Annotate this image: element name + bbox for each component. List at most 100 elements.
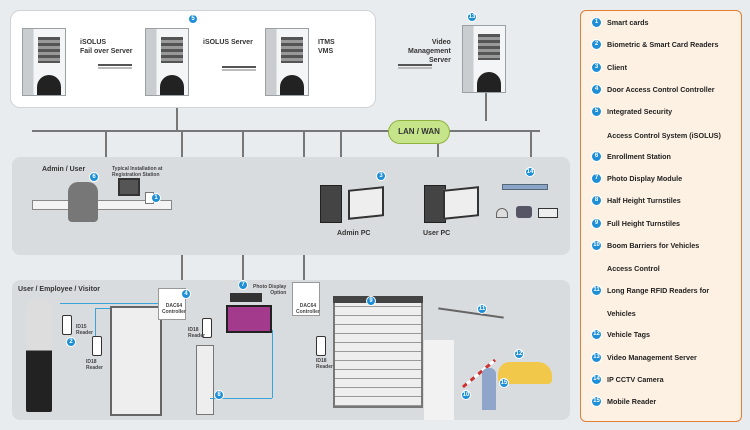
reader-label: ID18 Reader (188, 327, 205, 339)
link (105, 131, 107, 177)
legend-text: Client (607, 62, 627, 72)
photo-display-label: Photo Display Option (253, 284, 287, 296)
link (485, 93, 487, 121)
failover-server-icon (22, 28, 66, 96)
person-seated-icon (68, 182, 98, 222)
photo-display-screen-icon (226, 305, 272, 333)
reader-label: ID18 Reader (316, 358, 333, 370)
turnstile-top-bar (333, 296, 423, 303)
legend-text: Mobile Reader (607, 397, 657, 407)
badge-13: 13 (467, 12, 477, 22)
link (530, 131, 532, 181)
reader-label: ID15 Reader (76, 324, 93, 336)
controller-reader-icon (316, 336, 326, 356)
badge-8: 8 (214, 390, 224, 400)
link (437, 131, 439, 181)
admin-pc-tower-icon (320, 185, 342, 223)
box-camera-icon (538, 208, 558, 218)
visitor-label: User / Employee / Visitor (18, 286, 100, 293)
person-icon (26, 300, 52, 412)
cable (60, 303, 174, 304)
legend-badge: 14 (591, 373, 602, 385)
legend-badge: 11 (591, 284, 602, 296)
legend-text: Integrated Security (607, 107, 673, 117)
link (176, 108, 178, 130)
guard-icon (482, 368, 496, 410)
legend-item-1: 1 Smart cards (591, 17, 649, 28)
door-reader-icon (92, 336, 102, 356)
legend-item-13: 13 Video Management Server (591, 351, 697, 363)
user-pc-monitor-icon (443, 186, 479, 220)
badge-14: 14 (525, 167, 535, 177)
enrollment-monitor-icon (118, 178, 140, 196)
badge-11: 11 (477, 304, 487, 314)
badge-2: 2 (66, 337, 76, 347)
legend-badge: 1 (591, 17, 602, 28)
badge-6: 6 (89, 172, 99, 182)
turnstile-reader-icon (202, 318, 212, 338)
isolus-server-icon (145, 28, 189, 96)
legend-text: Video Management Server (607, 352, 697, 362)
legend-text-continued: Access Control (607, 264, 660, 274)
legend-text: Boom Barriers for Vehicles (607, 241, 700, 250)
legend-text: Door Access Control Controller (607, 84, 715, 94)
legend-badge: 7 (591, 173, 602, 185)
desk-icon (32, 200, 172, 210)
sync-arrows-icon (222, 66, 256, 71)
biometric-reader-icon (62, 315, 72, 335)
half-height-turnstile-icon (196, 345, 214, 415)
server-group-panel (10, 10, 376, 108)
failover-server-label: iSOLUS Fail over Server (80, 39, 133, 55)
legend-item-14: 14 IP CCTV Camera (591, 373, 664, 385)
legend-badge: 4 (591, 83, 602, 95)
vehicle-icon (498, 362, 552, 384)
dome-camera-icon (496, 208, 508, 218)
itms-vms-label: ITMS VMS (318, 39, 335, 55)
legend-badge: 9 (591, 217, 602, 229)
dac64-controller-2 (292, 282, 320, 316)
legend-badge: 5 (591, 106, 602, 118)
badge-10: 10 (461, 390, 471, 400)
legend-text: Vehicle Tags (607, 330, 651, 340)
reader-label: ID18 Reader (86, 359, 103, 371)
sync-arrows-icon (398, 64, 432, 69)
legend-text: Half Height Turnstiles (607, 196, 681, 206)
cable (210, 398, 272, 399)
vms-label: Video Management Server (408, 39, 451, 64)
legend-badge: 12 (591, 329, 602, 341)
badge-3: 3 (376, 171, 386, 181)
ptz-camera-icon (516, 206, 532, 218)
legend-text: Long Range RFID Readers for (607, 285, 710, 295)
badge-5: 5 (188, 14, 198, 24)
network-bus (32, 130, 540, 132)
badge-1: 1 (151, 193, 161, 203)
legend-item-4: 4 Door Access Control Controller (591, 83, 715, 95)
badge-4: 4 (181, 289, 191, 299)
legend-item-12: 12 Vehicle Tags (591, 329, 651, 341)
admin-pc-monitor-icon (348, 186, 384, 220)
legend-text-continued: Vehicles (607, 308, 636, 318)
legend-badge: 15 (591, 396, 602, 408)
full-height-turnstile-icon (333, 296, 423, 408)
legend-badge: 2 (591, 39, 602, 51)
controller-label: DAC64 Controller (296, 303, 320, 315)
legend-text: Smart cards (607, 18, 649, 27)
badge-7: 7 (238, 280, 248, 290)
legend-badge: 13 (591, 351, 602, 363)
photo-display-module-icon (230, 293, 262, 302)
isolus-server-label: iSOLUS Server (203, 39, 253, 46)
legend-item-11: 11 Long Range RFID Readers for (591, 284, 710, 296)
legend-item-5: 5 Integrated Security (591, 106, 673, 118)
legend-text: IP CCTV Camera (607, 374, 664, 384)
network-switch-icon (502, 184, 548, 190)
badge-15: 15 (499, 378, 509, 388)
cable (95, 308, 96, 338)
door-icon (110, 306, 162, 416)
legend-badge: 6 (591, 150, 602, 162)
